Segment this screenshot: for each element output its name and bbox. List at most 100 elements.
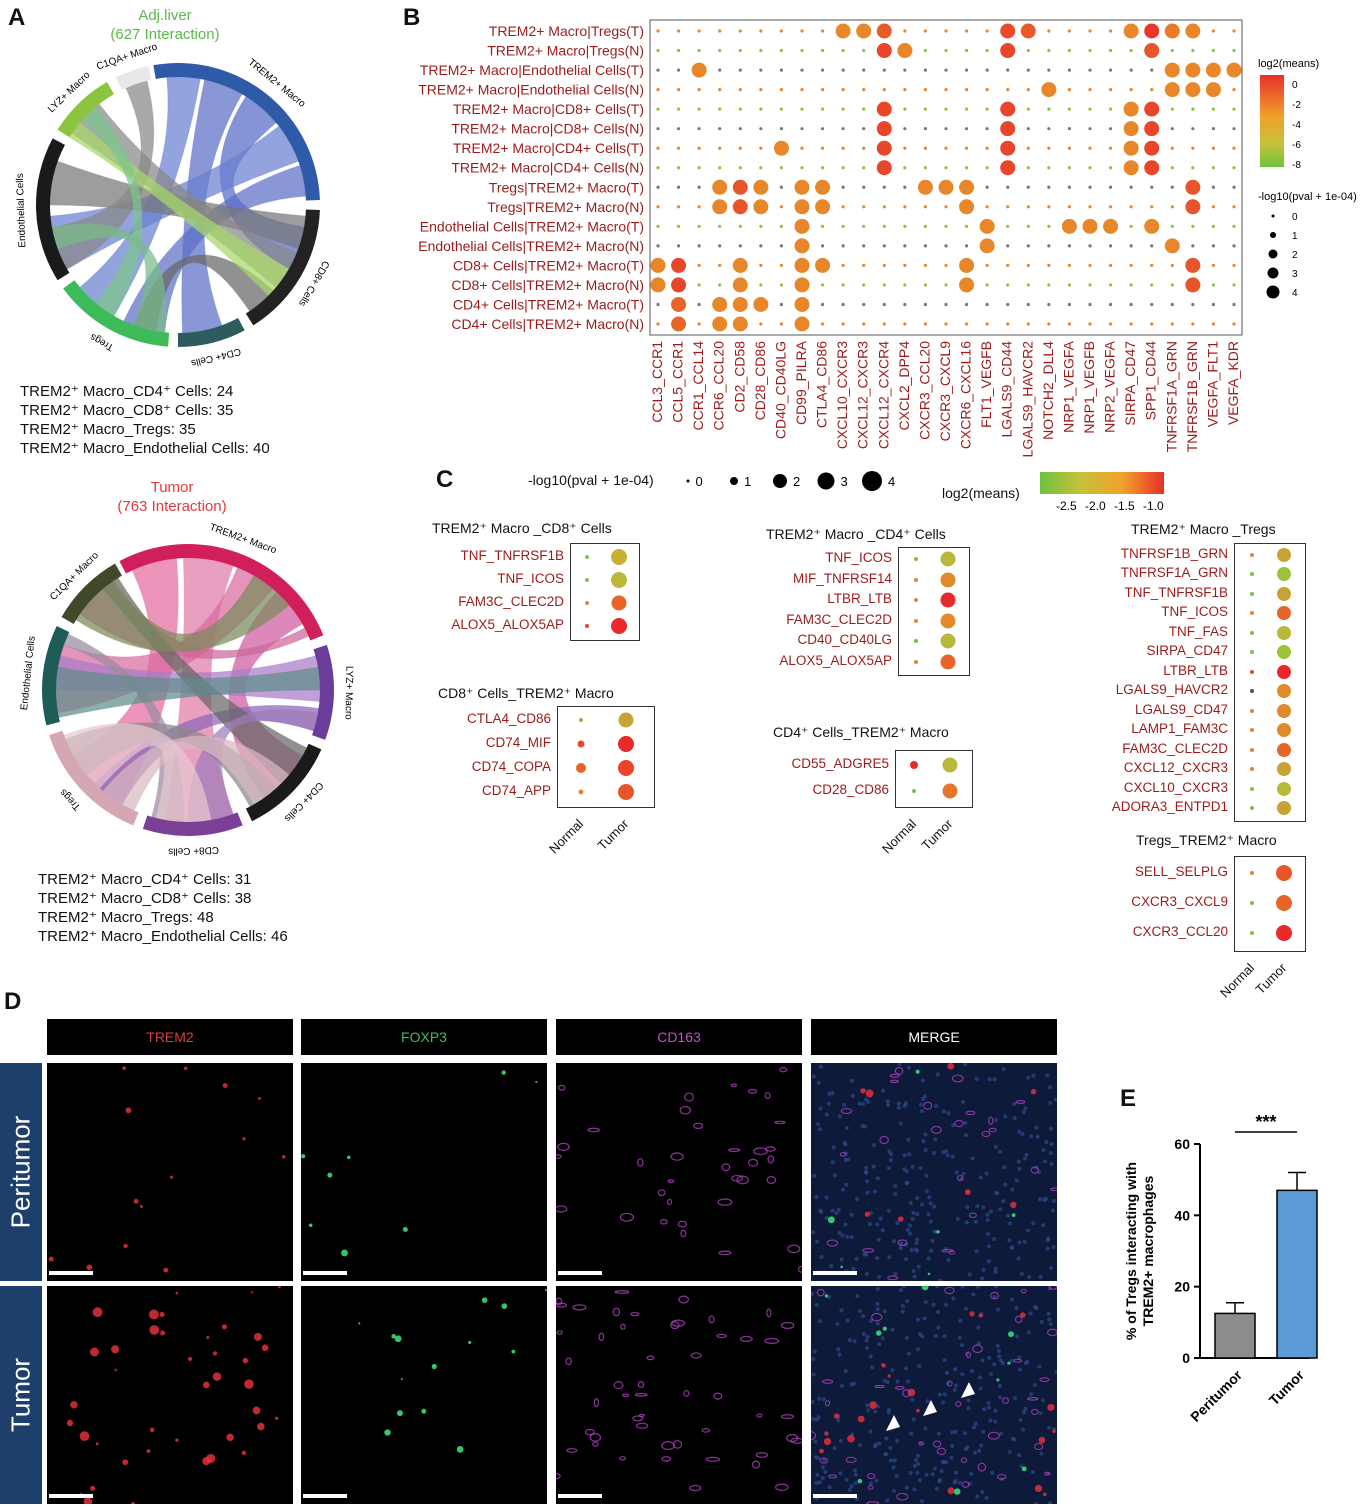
b-dot-small: [1232, 322, 1236, 326]
b-dot-small: [944, 127, 948, 131]
b-dot-small: [1108, 29, 1113, 33]
b-dot-large: [1164, 82, 1180, 98]
b-dot-small: [800, 29, 804, 33]
d-scale-bar: [558, 1494, 602, 1498]
c-row-label: SELL_SELPLG: [1134, 864, 1228, 879]
b-dot-small: [738, 88, 742, 92]
b-dot-small: [964, 88, 969, 92]
e-bar: [1276, 1189, 1318, 1359]
b-dot-small: [820, 244, 825, 248]
b-row-label: Endothelial Cells|TREM2+ Macro(N): [418, 238, 644, 254]
b-dot-small: [656, 48, 660, 53]
b-dot-small: [882, 205, 886, 209]
b-dot-small: [697, 244, 701, 248]
b-dot-small: [1129, 302, 1133, 307]
b-dot-small: [1170, 224, 1174, 228]
b-col-label: NRP1_VEGFA: [1060, 340, 1076, 432]
b-dot-small: [923, 166, 928, 170]
c-dot-normal: [1249, 669, 1254, 674]
b-dot-large: [794, 277, 810, 293]
b-col-label: CCR6_CCL20: [711, 341, 727, 431]
c-row-label: TNFRSF1B_GRN: [1120, 545, 1228, 561]
b-dot-small: [964, 127, 969, 131]
chordAdj-arc: [115, 66, 152, 90]
b-dot-small: [1232, 205, 1236, 209]
c-dot-normal: [1249, 767, 1254, 772]
b-dot-large: [671, 296, 687, 312]
b-dot-small: [738, 166, 742, 170]
b-dot-large: [773, 140, 789, 156]
c-dot-tumor: [611, 595, 627, 610]
b-dot-large: [876, 140, 892, 156]
c-row-label: CD55_ADGRE5: [791, 756, 889, 771]
b-col-label: CXCR3_CXCL9: [937, 341, 953, 442]
b-dot-large: [1144, 23, 1160, 39]
b-dot-small: [759, 48, 763, 53]
c-dot-normal: [585, 554, 589, 559]
b-col-label: LGALS9_HAVCR2: [1019, 341, 1035, 458]
b-dot-small: [697, 146, 701, 150]
c-row-label: CTLA4_CD86: [466, 711, 551, 726]
e-y-tick: 0: [1182, 1350, 1190, 1366]
chordTum-arc: [41, 625, 70, 726]
b-row-label: TREM2+ Macro|CD8+ Cells(N): [451, 121, 644, 137]
adj-stat-tregs: TREM2⁺ Macro_Tregs: 35: [20, 421, 196, 438]
b-dot-large: [691, 62, 707, 78]
c-dot-tumor: [942, 783, 958, 799]
b-dot-large: [979, 218, 995, 234]
b-dot-small: [656, 205, 660, 209]
b-dot-small: [1067, 322, 1072, 326]
d-channel-header: CD163: [556, 1019, 802, 1055]
b-dot-small: [759, 166, 763, 170]
d-scale-bar: [558, 1271, 602, 1275]
b-dot-large: [1185, 179, 1201, 195]
b-dot-large: [1226, 62, 1242, 78]
c-row-label: LTBR_LTB: [827, 591, 892, 607]
b-dot-small: [841, 224, 845, 228]
c-row-label: TNF_ICOS: [825, 550, 892, 566]
d-row-label: Tumor: [5, 1357, 36, 1433]
b-dot-small: [759, 322, 763, 326]
b-dot-large: [1103, 218, 1119, 234]
b-col-label: SIRPA_CD47: [1122, 341, 1138, 426]
b-dot-small: [923, 127, 928, 131]
b-dot-small: [779, 48, 784, 53]
tumor-stat-endo: TREM2⁺ Macro_Endothelial Cells: 46: [38, 928, 288, 945]
b-dot-large: [794, 257, 810, 273]
c-x-label: Normal: [1216, 960, 1257, 1001]
b-dot-small: [1191, 107, 1195, 111]
b-dot-small: [1088, 48, 1092, 53]
d-channel-header: FOXP3: [301, 1019, 547, 1055]
b-dot-large: [917, 179, 933, 195]
b-dot-small: [1006, 263, 1010, 267]
b-dot-small: [1026, 185, 1030, 189]
b-dot-small: [903, 205, 907, 209]
chordAdj-arc: [245, 209, 320, 326]
c-box-title: CD4⁺ Cells_TREM2⁺ Macro: [773, 724, 949, 740]
b-dot-large: [712, 179, 728, 195]
b-dot-large: [732, 199, 748, 215]
b-dot-small: [1047, 146, 1051, 150]
b-row-label: TREM2+ Macro|Endothelial Cells(T): [420, 62, 644, 78]
c-dot-normal: [1249, 689, 1254, 694]
b-dot-small: [676, 68, 681, 72]
b-dot-small: [1047, 263, 1051, 267]
b-dot-small: [1006, 224, 1010, 228]
b-dot-small: [1108, 48, 1113, 53]
c-dot-normal: [1249, 552, 1254, 557]
c-dot-normal: [913, 639, 918, 644]
c-dot-normal: [579, 718, 583, 722]
b-dot-small: [1006, 68, 1010, 72]
tumor-name: Tumor: [150, 479, 194, 496]
c-x-label: Tumor: [1252, 960, 1290, 998]
chordTum-ribbon: [55, 666, 321, 719]
b-dot-small: [1047, 302, 1051, 307]
b-dot-small: [1170, 166, 1174, 170]
c-row-label: TNF_TNFRSF1B: [1124, 584, 1228, 600]
b-color-legend-title: log2(means): [1258, 58, 1319, 70]
d-scale-bar: [303, 1494, 347, 1498]
tumor-stats: TREM2⁺ Macro_CD4⁺ Cells: 31 TREM2⁺ Macro…: [38, 870, 288, 946]
b-dot-small: [841, 302, 845, 307]
b-dot-small: [738, 127, 742, 131]
